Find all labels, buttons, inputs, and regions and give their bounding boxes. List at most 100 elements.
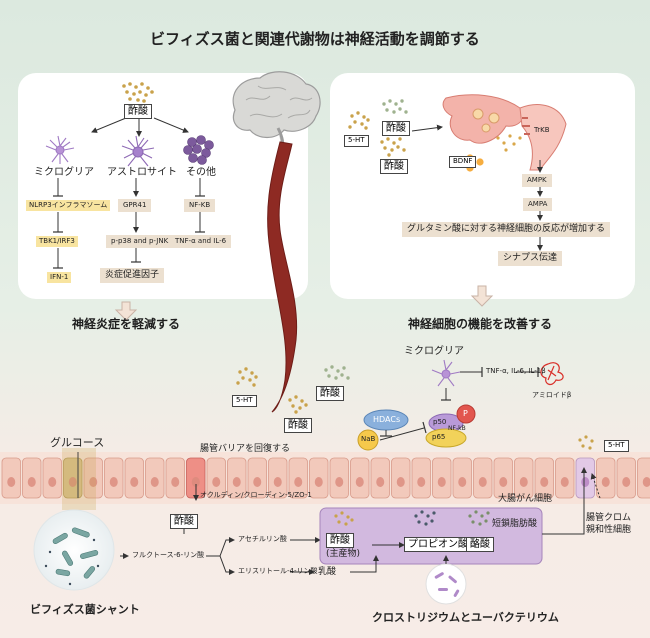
down-arrow-right: [470, 285, 494, 307]
nfkb-middle-label: NF-kB: [448, 425, 466, 432]
bacteria-icon: [33, 509, 115, 591]
diagram-title: ビフィズス菌と関連代謝物は神経活動を調節する: [150, 30, 480, 48]
cell-nucleus: [68, 477, 77, 487]
main-product-label: (主産物): [326, 549, 361, 559]
right-5ht-label: 5-HT: [344, 135, 369, 147]
p65-shape: [425, 428, 467, 448]
cell-nucleus: [212, 477, 221, 487]
nab-label: NaB: [361, 435, 376, 443]
nlrp3-label: NLRP3インフラマソーム: [26, 200, 111, 211]
right-caption: 神経細胞の機能を改善する: [408, 317, 553, 331]
cell-nucleus: [581, 477, 590, 487]
epithelial-cell: [637, 457, 650, 499]
astrocyte-icon: [121, 135, 155, 167]
cell-nucleus: [376, 477, 385, 487]
clostridium-icon: [425, 563, 467, 605]
down-arrow-left: [114, 301, 138, 321]
left-acetate-label: 酢酸: [124, 104, 152, 119]
cell-nucleus: [478, 477, 487, 487]
right-dots: [348, 99, 408, 157]
tj-label: オクルディン/クローディン-5/ZO-1: [200, 491, 312, 499]
cell-nucleus: [314, 477, 323, 487]
cell-nucleus: [601, 477, 610, 487]
glucose-column: [62, 448, 96, 510]
p50-label: p50: [433, 418, 447, 426]
p38-label: p-p38 and p-JNK: [106, 235, 174, 248]
ampa-label: AMPA: [523, 198, 553, 211]
microglia-middle-icon: [431, 359, 461, 387]
cell-nucleus: [191, 477, 200, 487]
ifn-label: IFN-1: [47, 272, 72, 283]
glucose-label: グルコース: [50, 436, 105, 449]
nerve-icon: [267, 141, 298, 413]
cell-nucleus: [458, 477, 467, 487]
p-label: P: [463, 409, 468, 418]
cytokine-label: TNF-α, IL-6, IL-1β: [486, 367, 546, 375]
amyloid-label: アミロイドβ: [532, 391, 572, 399]
right-acetate1-label: 酢酸: [382, 121, 410, 136]
cell-nucleus: [499, 477, 508, 487]
glutamate-label: グルタミン酸に対する神経細胞の反応が増加する: [402, 222, 611, 237]
f6p-label: フルクトース-6-リン酸: [132, 551, 205, 559]
cell-nucleus: [622, 477, 631, 487]
cell-nucleus: [171, 477, 180, 487]
cell-nucleus: [253, 477, 262, 487]
butyrate-label: 酪酸: [466, 537, 494, 552]
e4p-label: エリスリトール-4-リン酸: [238, 567, 318, 575]
shunt-label: ビフィズス菌シャント: [30, 603, 140, 616]
middle-acetate-a-label: 酢酸: [316, 386, 344, 401]
inflam-label: 炎症促進因子: [100, 268, 165, 283]
left-acetate-dots: [122, 82, 154, 103]
ec-cell-label-2: 親和性細胞: [586, 525, 632, 535]
microglia-icon: [45, 135, 75, 164]
synapse-icon: [442, 94, 567, 172]
p65-label: p65: [432, 433, 446, 441]
lactate-label: 乳酸: [318, 567, 337, 577]
p-shape: [456, 404, 476, 424]
epithelium-icon: [0, 448, 650, 510]
gut-acetate-label: 酢酸: [170, 514, 198, 529]
other-label: その他: [186, 167, 216, 178]
clostridium-label: クロストリジウムとユーバクテリウム: [372, 611, 559, 624]
cell-nucleus: [519, 477, 528, 487]
gpr41-label: GPR41: [118, 199, 152, 212]
cell-nucleus: [540, 477, 549, 487]
colon-cell-label: 大腸がん細胞: [498, 494, 553, 504]
left-caption: 神経炎症を軽減する: [72, 317, 181, 331]
bdnf-label: BDNF: [449, 156, 477, 168]
cell-nucleus: [7, 477, 16, 487]
cell-nucleus: [48, 477, 57, 487]
cell-nucleus: [560, 477, 569, 487]
nab-shape: [357, 429, 379, 451]
cell-nucleus: [130, 477, 139, 487]
barrier-label: 腸管バリアを回復する: [200, 444, 291, 454]
propionate-label: プロピオン酸: [404, 537, 472, 552]
tbk1-label: TBK1/IRF3: [36, 236, 78, 247]
left-panel: [18, 73, 308, 299]
middle-microglia-label: ミクログリア: [404, 346, 464, 357]
cell-nucleus: [150, 477, 159, 487]
cell-nucleus: [109, 477, 118, 487]
microglia-label: ミクログリア: [34, 167, 94, 178]
cell-nucleus: [294, 477, 303, 487]
cell-nucleus: [642, 477, 650, 487]
right-acetate2-label: 酢酸: [380, 159, 408, 174]
cell-nucleus: [355, 477, 364, 487]
astrocyte-label: アストロサイト: [107, 167, 177, 178]
amyloid-icon: [540, 362, 564, 386]
hdacs-label: HDACs: [373, 415, 401, 424]
cell-nucleus: [89, 477, 98, 487]
trkb-label: TrKB: [534, 126, 550, 134]
synapse-label: シナプス伝達: [498, 251, 563, 266]
ec-cell-label-1: 腸管クロム: [586, 513, 632, 523]
ampk-label: AMPK: [522, 174, 552, 187]
cell-nucleus: [273, 477, 282, 487]
acetyl-p-label: アセチルリン酸: [238, 535, 287, 543]
cell-nucleus: [396, 477, 405, 487]
cell-nucleus: [27, 477, 36, 487]
middle-5ht-label: 5-HT: [232, 395, 257, 407]
cell-nucleus: [437, 477, 446, 487]
other-cells-icon: [183, 135, 214, 165]
scfa-label: 短鎖脂肪酸: [492, 519, 538, 529]
